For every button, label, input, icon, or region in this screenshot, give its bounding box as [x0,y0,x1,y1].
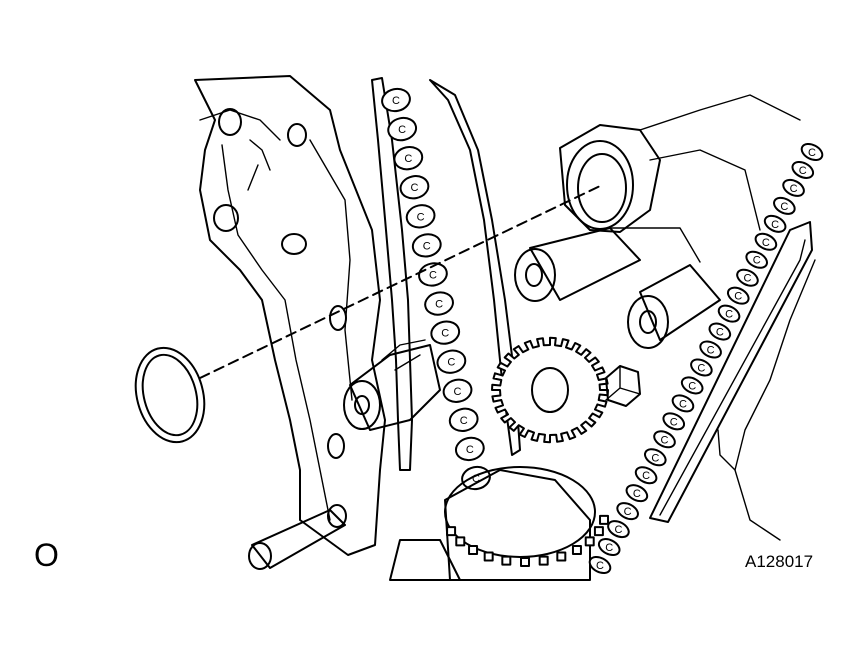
chain-link: C [773,196,796,215]
chain-link: C [381,87,411,113]
oil-seal-bore-boss [559,94,801,233]
timing-chain-left: C C C C C C C C C C C C C C [381,87,491,491]
chain-link-letter: C [734,291,742,303]
chain-link-letter: C [423,240,431,252]
chain-link-letter: C [790,183,798,195]
chain-link: C [653,430,676,449]
chain-link-letter: C [466,444,474,456]
chain-link: C [754,232,778,251]
chain-link-letter: C [392,95,400,107]
bolt [605,365,641,407]
chain-link-letter: C [398,124,406,136]
chain-link-letter: C [744,273,752,285]
chain-link-letter: C [707,345,715,357]
chain-link: C [726,286,750,305]
chain-link-letter: C [642,470,650,482]
gear-teeth [491,336,609,444]
chain-link-letter: C [447,357,455,369]
chain-link: C [454,436,485,462]
chain-link-letter: C [404,153,412,165]
crankshaft-sprocket [389,466,596,581]
chain-link: C [745,250,768,269]
chain-link-letter: C [596,560,604,572]
chain-link-letter: C [771,219,779,231]
chain-link-letter: C [679,398,687,410]
chain-link-letter: C [716,327,724,339]
chain-link: C [393,146,424,171]
hollow-pins [514,227,721,349]
chain-link-letter: C [633,488,641,500]
chain-link-letter: C [799,165,807,177]
chain-link: C [588,555,612,575]
chain-link: C [763,214,787,233]
chain-link: C [424,291,454,316]
chain-tensioner [343,339,441,431]
chain-link: C [736,268,759,287]
chain-guide [371,77,521,471]
chain-link-letter: C [808,147,816,159]
chain-link-letter: C [410,182,418,194]
chain-link-letter: C [697,362,705,374]
chain-link-letter: C [725,309,733,321]
chain-link-letter: C [605,542,613,554]
o-ring [134,346,206,444]
chain-link: C [717,304,741,323]
chain-link: C [411,233,442,258]
chain-link: C [399,175,430,200]
chain-link-letter: C [753,255,761,267]
chain-slipper-right [649,221,813,523]
chain-link-letter: C [614,524,622,536]
timing-cover [194,75,386,556]
chain-link: C [680,376,704,395]
knock-pin [248,504,347,570]
chain-link-letter: C [670,416,678,428]
chain-link: C [616,502,639,521]
chain-link: C [418,262,448,287]
chain-link: C [644,448,667,467]
chain-link: C [387,116,418,142]
chain-link: C [699,340,722,359]
chain-link-letter: C [441,328,449,340]
chain-link-letter: C [417,211,425,223]
chain-link-letter: C [661,434,669,446]
chain-link: C [597,538,621,557]
chain-link-letter: C [454,386,462,398]
gear-hub [531,367,569,413]
chain-link: C [625,484,649,503]
chain-link: C [782,178,805,197]
chain-link-letter: C [688,380,696,392]
chain-link: C [708,322,732,341]
chain-link-letter: C [435,299,443,311]
chain-link: C [791,160,815,179]
figure-id-label: A128017 [745,552,814,571]
chain-link: C [690,358,713,377]
chain-link: C [607,520,630,539]
chain-link-letter: C [460,415,468,427]
chain-link-letter: C [472,473,480,485]
sprocket-teeth [446,514,610,567]
chain-link-letter: C [762,237,770,249]
chain-link-letter: C [780,201,788,213]
part-symbol-label: O [34,537,59,573]
chain-link: C [800,142,824,162]
chain-link-letter: C [429,269,437,281]
chain-link: C [430,320,461,345]
engine-block-right [717,259,816,541]
chain-link: C [436,349,467,374]
chain-link: C [442,378,473,403]
chain-link: C [662,412,686,431]
chain-link: C [671,394,695,413]
installation-guide-line [199,185,601,379]
chain-link-letter: C [624,506,632,518]
chain-link-letter: C [651,452,659,464]
crankshaft-timing-gear [491,336,609,444]
chain-link: C [405,204,436,229]
chain-link: C [448,407,479,432]
chain-link: C [634,466,658,485]
